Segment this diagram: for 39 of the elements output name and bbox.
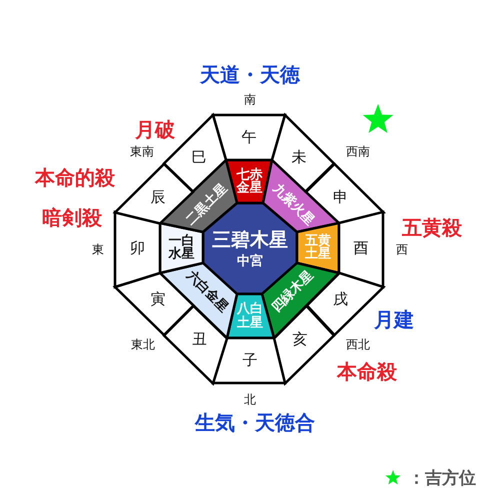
zodiac-sign: 丑 (192, 332, 207, 348)
direction-label: 南 (244, 92, 256, 108)
star-name: 九紫火星 (270, 181, 316, 228)
star-name: 五黄土星 (305, 234, 331, 262)
direction-label: 北 (244, 392, 256, 408)
legend-text: ：吉方位 (408, 468, 476, 490)
direction-label: 西北 (346, 336, 370, 354)
star-name: 七赤金星 (236, 168, 262, 196)
star-name: 二黒土星 (183, 181, 230, 228)
star-name: 一白水星 (168, 234, 194, 262)
star-name: 六白金星 (184, 268, 230, 316)
zodiac-sign: 申 (332, 190, 348, 206)
auspicious-direction: 天道・天徳 (200, 62, 300, 88)
inauspicious-direction: 本命殺 (337, 358, 397, 386)
auspicious-direction: 生気・天徳合 (195, 410, 315, 436)
zodiac-sign: 午 (242, 130, 256, 146)
direction-label: 東南 (130, 144, 154, 160)
star-name: 八白土星 (237, 302, 263, 330)
zodiac-sign: 酉 (354, 240, 368, 257)
zodiac-sign: 未 (292, 150, 307, 166)
zodiac-sign: 辰 (150, 190, 166, 206)
zodiac-sign: 子 (242, 352, 258, 368)
zodiac-sign: 寅 (150, 292, 166, 308)
zodiac-sign: 戌 (333, 292, 348, 308)
inauspicious-direction: 月破 (135, 116, 175, 144)
inauspicious-direction: 五黄殺 (402, 214, 462, 242)
zodiac-sign: 巳 (192, 150, 206, 166)
star-name: 三碧木星 (212, 230, 288, 250)
auspicious-direction: 月建 (374, 306, 414, 334)
direction-label: 東北 (131, 336, 155, 354)
inauspicious-direction: 暗剣殺 (42, 204, 102, 232)
star-name: 四緑木星 (270, 268, 316, 316)
inauspicious-direction: 本命的殺 (35, 164, 115, 192)
direction-label: 西 (396, 242, 408, 258)
zodiac-sign: 卯 (130, 240, 145, 257)
direction-label: 東 (92, 242, 104, 258)
palace-name: 中宮 (237, 254, 263, 268)
direction-label: 西南 (346, 144, 370, 160)
zodiac-sign: 亥 (292, 332, 308, 348)
